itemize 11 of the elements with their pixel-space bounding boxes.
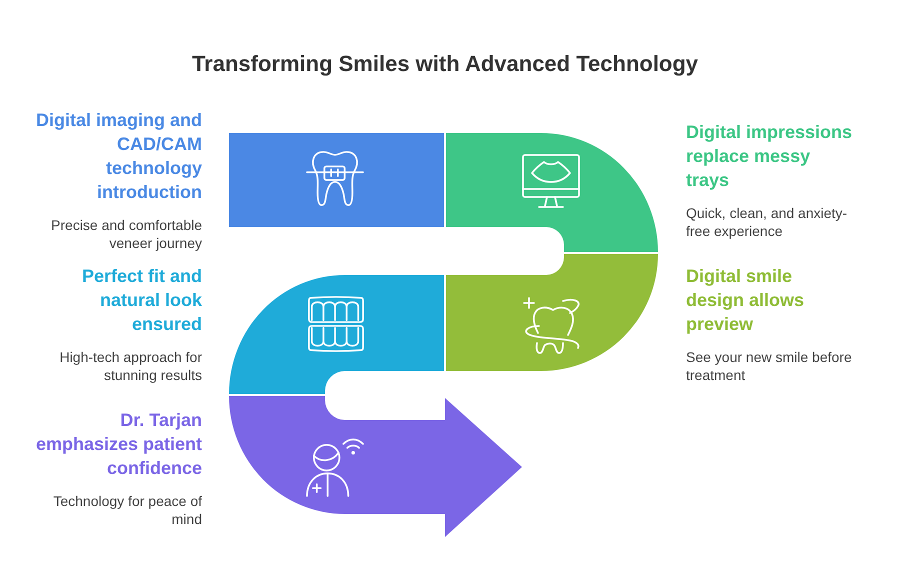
step-heading: Digital smile design allows preview — [686, 265, 806, 336]
step-description: Quick, clean, and anxiety-free experience — [686, 204, 848, 240]
step-description: See your new smile before treatment — [686, 348, 853, 384]
step-description: Precise and comfortable veneer journey — [50, 216, 202, 252]
step-heading: Digital impressions replace messy trays — [686, 121, 854, 192]
title: Transforming Smiles with Advanced Technology — [192, 51, 698, 77]
step-heading: Perfect fit and natural look ensured — [80, 265, 202, 336]
step-description: High-tech approach for stunning results — [58, 348, 202, 384]
step-heading: Digital imaging and CAD/CAM technology introduction — [34, 109, 202, 204]
step-description: Technology for peace of mind — [52, 492, 202, 528]
step-heading: Dr. Tarjan emphasizes patient confidence — [34, 409, 202, 480]
